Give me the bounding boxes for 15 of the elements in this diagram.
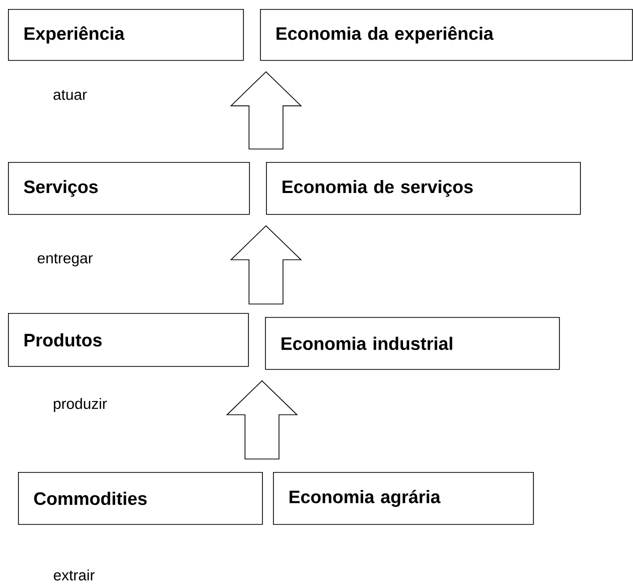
step-label: entregar <box>38 254 93 266</box>
label-box: Experiência <box>8 9 244 61</box>
label-box: Economia da experiência <box>260 9 633 61</box>
label-box: Economia de serviços <box>266 162 581 215</box>
step-label: extrair <box>54 569 95 580</box>
step-label: atuar <box>54 90 87 100</box>
label-box: Commodities <box>18 472 263 525</box>
block-arrow <box>230 225 302 304</box>
label-box: Serviços <box>8 162 250 215</box>
label-box: Economia industrial <box>265 316 560 370</box>
label-box: Economia agrária <box>273 472 534 525</box>
step-label: produzir <box>54 398 107 412</box>
block-arrow <box>226 380 298 460</box>
label-box: Produtos <box>8 312 249 367</box>
block-arrow <box>230 71 302 150</box>
